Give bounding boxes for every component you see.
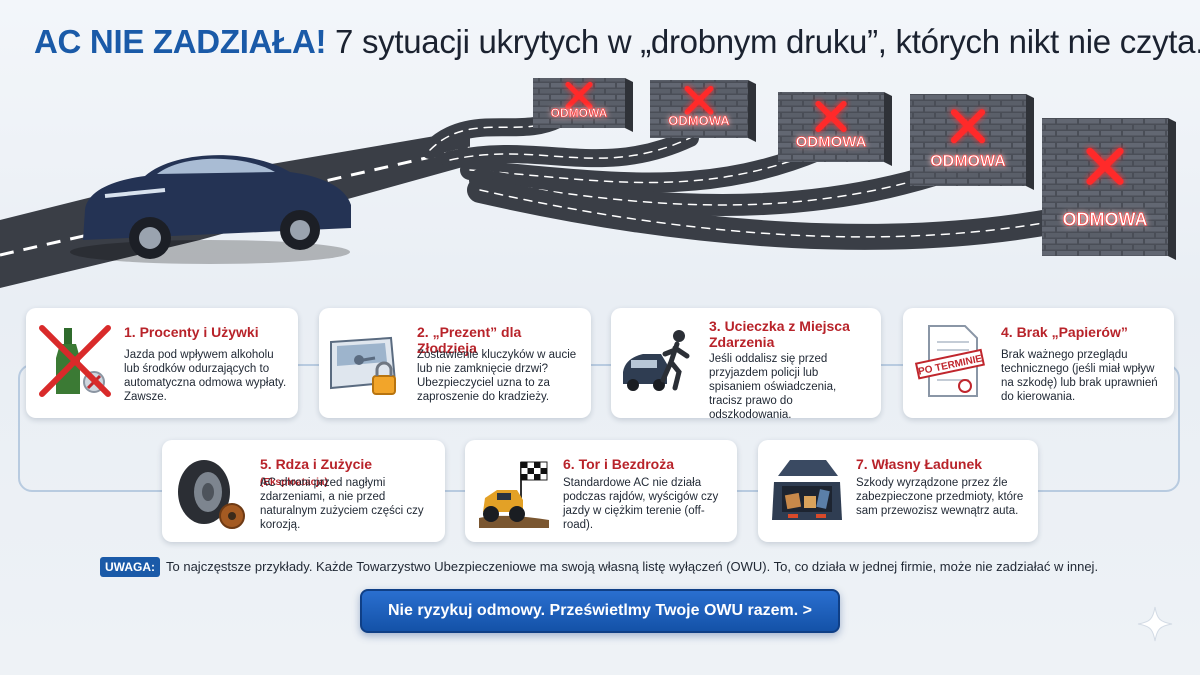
refusal-x-icon: [684, 85, 714, 115]
expired-document-icon: PO TERMINIE: [914, 325, 985, 397]
refusal-x-icon: [1086, 147, 1124, 185]
title-rest: 7 sytuacji ukrytych w „drobnym druku”, k…: [335, 23, 1200, 60]
refusal-wall: ODMOWA: [533, 78, 633, 132]
offroad-race-icon: [479, 461, 549, 528]
refusal-x-icon: [565, 81, 593, 110]
card-title-main: 5. Rdza i Zużycie: [260, 456, 373, 472]
card-title: 2. „Prezent” dla Złodzieja: [417, 324, 522, 356]
card-title: 3. Ucieczka z Miejsca Zdarzenia: [709, 318, 850, 350]
exclusion-card-wear: 5. Rdza i Zużycie (Eksploatacja) AC chro…: [162, 440, 445, 542]
disclaimer-note: UWAGA: To najczęstsze przykłady. Każde To…: [100, 557, 1110, 577]
refusal-wall: ODMOWA: [910, 94, 1034, 190]
refusal-wall: ODMOWA: [1042, 118, 1176, 260]
exclusion-card-offroad: 6. Tor i Bezdroża Standardowe AC nie dzi…: [465, 440, 737, 542]
refusal-x-icon: [950, 109, 986, 144]
exclusion-card-keys: 2. „Prezent” dla Złodzieja Zostawienie k…: [319, 308, 591, 418]
diverging-roads: [421, 109, 1073, 250]
card-text: Zostawienie kluczyków w aucie lub nie za…: [417, 349, 577, 403]
card-text: Jazda pod wpływem alkoholu lub środków o…: [124, 349, 287, 403]
exclusion-card-documents: PO TERMINIE 4. Brak „Papierów” Brak ważn…: [903, 308, 1174, 418]
checkered-flag: [520, 461, 548, 481]
card-title-note: (Eksploatacja): [260, 477, 328, 488]
refusal-wall: ODMOWA: [650, 80, 756, 142]
exclusion-card-fleeing: 3. Ucieczka z Miejsca Zdarzenia Jeśli od…: [611, 308, 881, 421]
title-highlight: AC NIE ZADZIAŁA!: [34, 23, 327, 60]
card-title: 6. Tor i Bezdroża: [563, 456, 674, 472]
refusal-walls: ODMOWA ODMOWA ODMOWA ODMOWA ODMOWA: [533, 78, 1176, 260]
cta-button[interactable]: Nie ryzykuj odmowy. Prześwietlmy Twoje O…: [360, 589, 840, 633]
note-text: To najczęstsze przykłady. Każde Towarzys…: [166, 559, 1099, 574]
card-text: AC chroni przed nagłymi zdarzeniami, a n…: [260, 477, 424, 531]
refusal-wall-label: ODMOWA: [796, 134, 867, 151]
card-title: 1. Procenty i Używki: [124, 324, 259, 340]
card-text: Szkody wyrządzone przez źle zabezpieczon…: [856, 477, 1024, 517]
fleeing-driver-icon: [623, 330, 690, 391]
exclusion-card-alcohol: 1. Procenty i Używki Jazda pod wpływem a…: [26, 308, 298, 418]
card-title: 4. Brak „Papierów”: [1001, 324, 1128, 340]
open-trunk-icon: [772, 460, 842, 520]
no-alcohol-icon: [39, 325, 111, 397]
worn-tire-icon: [178, 460, 245, 529]
card-title: 7. Własny Ładunek: [856, 456, 983, 472]
card-title: 5. Rdza i Zużycie (Eksploatacja): [260, 456, 437, 491]
refusal-wall-label: ODMOWA: [551, 106, 608, 120]
page-title: AC NIE ZADZIAŁA! 7 sytuacji ukrytych w „…: [34, 22, 1200, 62]
car-keys-lock-icon: [330, 336, 397, 395]
card-text: Standardowe AC nie działa podczas rajdów…: [563, 477, 719, 531]
refusal-wall-label: ODMOWA: [668, 113, 730, 128]
card-text: Brak ważnego przeglądu technicznego (jeś…: [1001, 349, 1158, 403]
car-illustration: [70, 155, 351, 264]
refusal-wall: ODMOWA: [778, 92, 892, 166]
sparkle-icon: [1137, 606, 1173, 642]
refusal-wall-label: ODMOWA: [930, 153, 1006, 170]
card-text: Jeśli oddalisz się przed przyjazdem poli…: [709, 353, 837, 421]
note-badge: UWAGA:: [100, 557, 160, 577]
refusal-wall-label: ODMOWA: [1063, 210, 1148, 230]
road-scene-illustration: ODMOWA ODMOWA ODMOWA ODMOWA ODMOWA: [0, 78, 1176, 288]
exclusion-card-cargo: 7. Własny Ładunek Szkody wyrządzone prze…: [758, 440, 1038, 542]
refusal-x-icon: [815, 100, 847, 133]
